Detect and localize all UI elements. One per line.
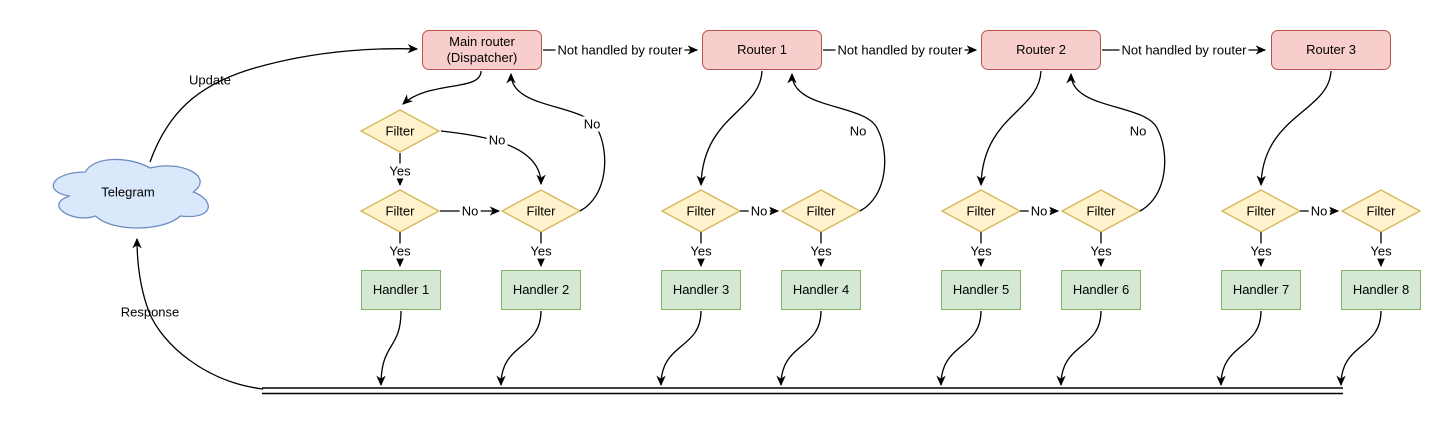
no-label: No (748, 203, 770, 219)
no-label: No (847, 123, 869, 139)
filter-label: Filter (1246, 203, 1276, 219)
edge-filter6-no-loop (1066, 72, 1166, 212)
edge-handler4-to-bus (776, 310, 822, 387)
filter-diamond-main-top (359, 109, 441, 153)
no-label: No (1308, 203, 1330, 219)
filter-label: Filter (806, 203, 836, 219)
main-router-node: Main router (Dispatcher) (422, 30, 542, 70)
edge-filter4-no-loop (787, 72, 886, 212)
no-label: No (459, 203, 481, 219)
edge-filter-top-no (440, 130, 546, 186)
not-handled-label-2: Not handled by router (835, 42, 965, 58)
edge-main-to-filter (402, 70, 482, 105)
router-1-node: Router 1 (702, 30, 822, 70)
edge-handler3-to-bus (656, 310, 702, 387)
filter-label: Filter (1086, 203, 1116, 219)
filter-label: Filter (526, 203, 556, 219)
edge-handler8-to-bus (1336, 310, 1382, 387)
edge-filter2-no-loop (506, 72, 606, 212)
yes-label: Yes (1088, 243, 1114, 259)
yes-label: Yes (808, 243, 834, 259)
update-edge-label: Update (189, 72, 231, 88)
edge-router2-to-filter (976, 70, 1042, 187)
router-2-node: Router 2 (981, 30, 1101, 70)
no-label: No (1028, 203, 1050, 219)
filter-label: Filter (966, 203, 996, 219)
yes-label: Yes (387, 243, 413, 259)
response-edge-label: Response (120, 304, 180, 320)
edge-handler7-to-bus (1216, 310, 1262, 387)
handler-2-node: Handler 2 (501, 270, 581, 310)
not-handled-label-1: Not handled by router (555, 42, 685, 58)
yes-label: Yes (387, 163, 413, 179)
telegram-cloud-label: Telegram (101, 184, 155, 200)
filter-label: Filter (686, 203, 716, 219)
edge-update (149, 44, 419, 163)
no-label: No (1127, 123, 1149, 139)
no-label: No (581, 116, 603, 132)
edge-response (132, 237, 264, 390)
edge-router3-to-filter (1256, 70, 1332, 187)
main-router-sublabel: (Dispatcher) (446, 50, 518, 65)
handler-1-node: Handler 1 (361, 270, 441, 310)
no-label: No (486, 132, 508, 148)
handler-7-node: Handler 7 (1221, 270, 1301, 310)
handler-6-node: Handler 6 (1061, 270, 1141, 310)
edge-handler5-to-bus (936, 310, 982, 387)
not-handled-label-3: Not handled by router (1119, 42, 1249, 58)
yes-label: Yes (1248, 243, 1274, 259)
yes-label: Yes (1368, 243, 1394, 259)
filter-label: Filter (1366, 203, 1396, 219)
handler-5-node: Handler 5 (941, 270, 1021, 310)
router-3-node: Router 3 (1271, 30, 1391, 70)
handler-3-node: Handler 3 (661, 270, 741, 310)
filter-label: Filter (385, 203, 415, 219)
handler-8-node: Handler 8 (1341, 270, 1421, 310)
main-router-label: Main router (449, 33, 515, 49)
handler-4-node: Handler 4 (781, 270, 861, 310)
main-router-text: Main router (Dispatcher) (447, 34, 518, 67)
filter-label: Filter (385, 123, 415, 139)
edge-handler2-to-bus (496, 310, 542, 387)
edge-handler6-to-bus (1056, 310, 1102, 387)
edge-handler1-to-bus (376, 310, 402, 387)
yes-label: Yes (688, 243, 714, 259)
yes-label: Yes (528, 243, 554, 259)
edge-router1-to-filter (696, 70, 763, 187)
yes-label: Yes (968, 243, 994, 259)
telegram-cloud (52, 158, 209, 229)
